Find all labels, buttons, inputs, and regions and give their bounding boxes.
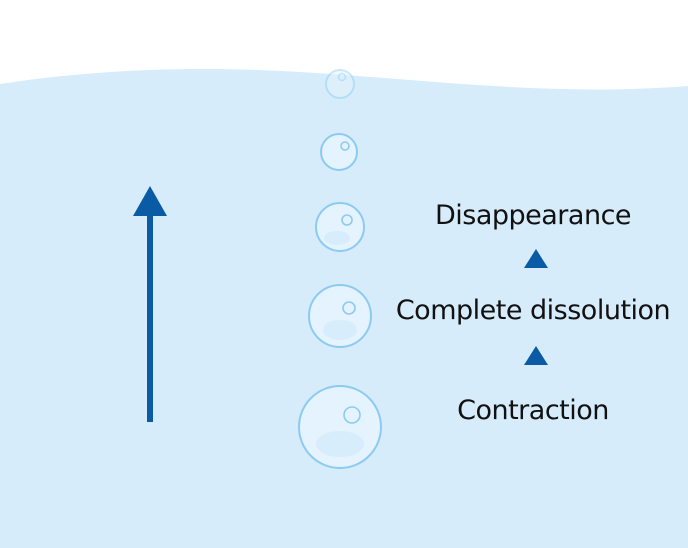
bubble bbox=[325, 69, 355, 99]
bubble bbox=[320, 133, 358, 171]
stage-label-disappearance: Disappearance bbox=[434, 200, 632, 231]
stage-up-marker bbox=[524, 249, 548, 268]
stage-label-complete-dissolution: Complete dissolution bbox=[395, 295, 671, 326]
rising-arrow-head bbox=[133, 186, 167, 216]
bubble bbox=[315, 202, 365, 252]
stage-up-marker bbox=[524, 346, 548, 365]
stage-label-contraction: Contraction bbox=[457, 395, 609, 426]
bubble bbox=[308, 284, 372, 348]
bubble bbox=[298, 385, 382, 469]
